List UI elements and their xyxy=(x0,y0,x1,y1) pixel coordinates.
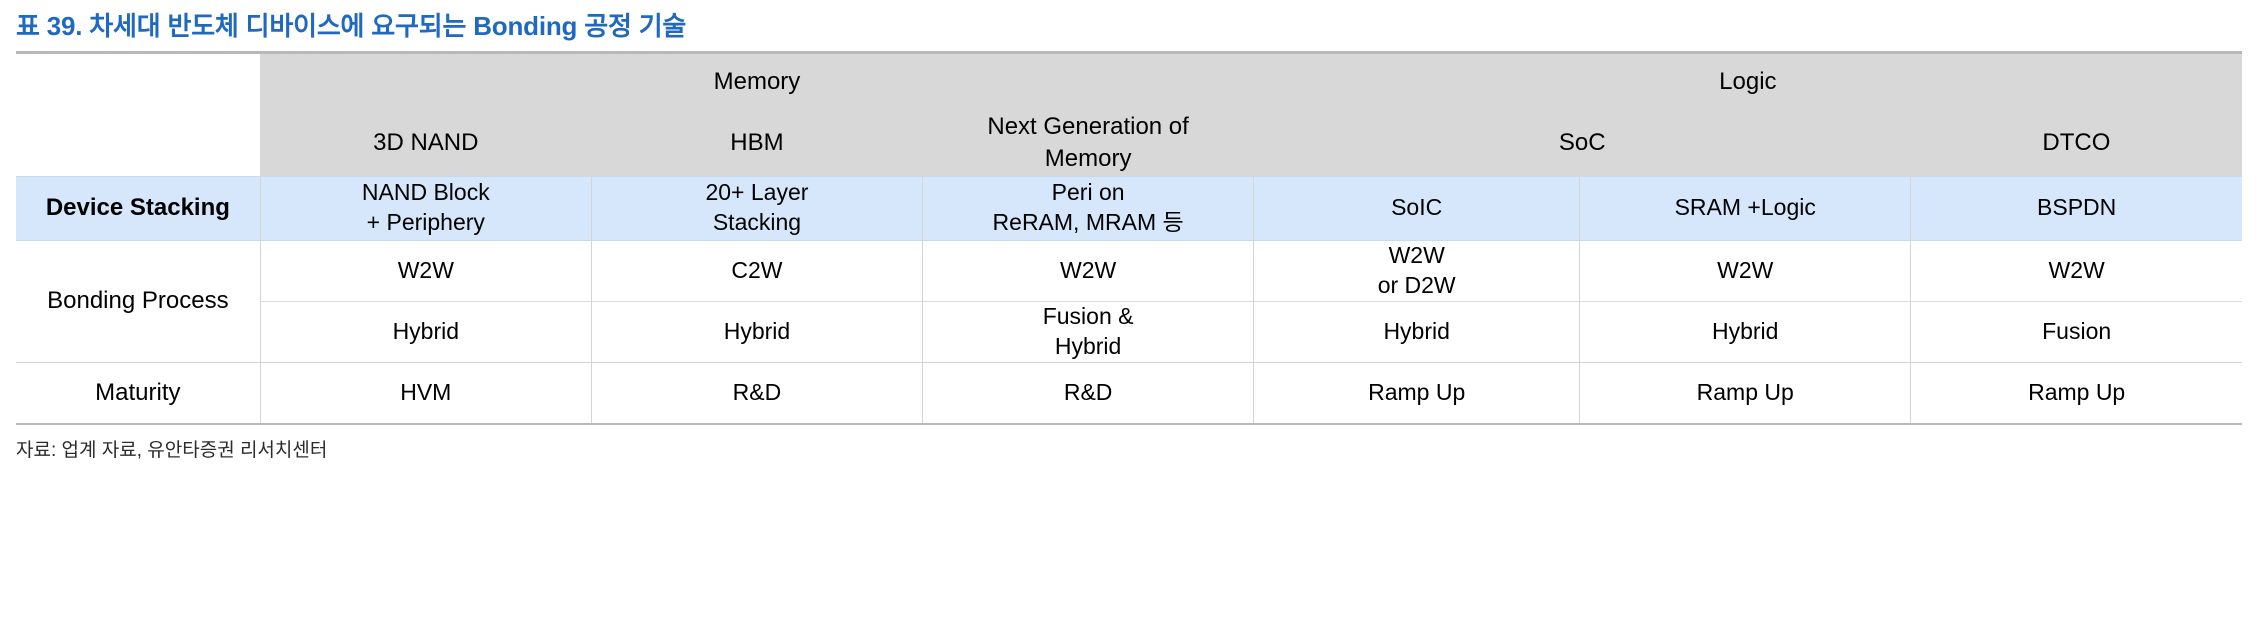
cell-device-stacking-soic: SoIC xyxy=(1253,175,1580,241)
table-row-device-stacking: Device Stacking NAND Block + Periphery 2… xyxy=(16,175,2242,241)
header-corner-blank xyxy=(16,53,261,110)
cell-bonding-1-next-gen: W2W xyxy=(922,240,1254,301)
cell-bonding-2-dtco: Fusion xyxy=(1910,300,2242,362)
cell-bonding-1-soc-2: W2W xyxy=(1579,240,1911,301)
subheader-soc: SoC xyxy=(1253,109,1911,176)
cell-device-stacking-hbm: 20+ Layer Stacking xyxy=(590,175,923,241)
page-title: 표 39. 차세대 반도체 디바이스에 요구되는 Bonding 공정 기술 xyxy=(16,11,687,41)
row-label-device-stacking: Device Stacking xyxy=(16,175,261,241)
cell-bonding-2-3d-nand: Hybrid xyxy=(259,300,592,362)
cell-maturity-3d-nand: HVM xyxy=(259,361,592,425)
cell-bonding-2-next-gen: Fusion & Hybrid xyxy=(922,300,1254,362)
subheader-dtco: DTCO xyxy=(1910,109,2242,176)
group-header-row: Memory Logic xyxy=(16,53,2242,110)
source-note: 자료: 업계 자료, 유안타증권 리서치센터 xyxy=(16,439,328,461)
subheader-corner-blank xyxy=(16,109,261,176)
top-rule xyxy=(16,50,2242,54)
cell-maturity-soc-2: Ramp Up xyxy=(1579,361,1911,425)
bonding-process-table: Memory Logic 3D NAND HBM Next Generation… xyxy=(16,53,2242,425)
subheader-3d-nand: 3D NAND xyxy=(260,109,592,176)
cell-bonding-2-hbm: Hybrid xyxy=(590,300,923,362)
cell-bonding-1-hbm: C2W xyxy=(590,240,923,301)
row-label-maturity: Maturity xyxy=(16,361,261,425)
group-header-logic: Logic xyxy=(1253,53,2242,110)
table-row-bonding-process-1: Bonding Process W2W C2W W2W W2W or D2W W… xyxy=(16,240,2242,314)
subheader-hbm: HBM xyxy=(591,109,923,176)
cell-bonding-1-dtco: W2W xyxy=(1910,240,2242,301)
sub-header-row: 3D NAND HBM Next Generation of Memory So… xyxy=(16,109,2242,176)
cell-maturity-hbm: R&D xyxy=(590,361,923,425)
table-row-bonding-process-2: Hybrid Hybrid Fusion & Hybrid Hybrid Hyb… xyxy=(16,300,2242,362)
cell-bonding-1-soc: W2W or D2W xyxy=(1253,240,1580,301)
cell-device-stacking-next-gen: Peri on ReRAM, MRAM 등 xyxy=(922,175,1254,241)
cell-maturity-dtco: Ramp Up xyxy=(1910,361,2242,425)
cell-maturity-soc: Ramp Up xyxy=(1253,361,1580,425)
cell-device-stacking-sram-logic: SRAM +Logic xyxy=(1579,175,1911,241)
cell-maturity-next-gen: R&D xyxy=(922,361,1254,425)
cell-device-stacking-3d-nand: NAND Block + Periphery xyxy=(259,175,592,241)
cell-bonding-2-soc: Hybrid xyxy=(1253,300,1580,362)
cell-bonding-2-soc-2: Hybrid xyxy=(1579,300,1911,362)
subheader-next-gen-memory: Next Generation of Memory xyxy=(922,109,1254,176)
cell-device-stacking-bspdn: BSPDN xyxy=(1910,175,2242,241)
table-row-maturity: Maturity HVM R&D R&D Ramp Up Ramp Up Ram… xyxy=(16,361,2242,425)
cell-bonding-1-3d-nand: W2W xyxy=(259,240,592,301)
row-label-bonding-process: Bonding Process xyxy=(47,287,229,315)
group-header-memory: Memory xyxy=(260,53,1254,110)
